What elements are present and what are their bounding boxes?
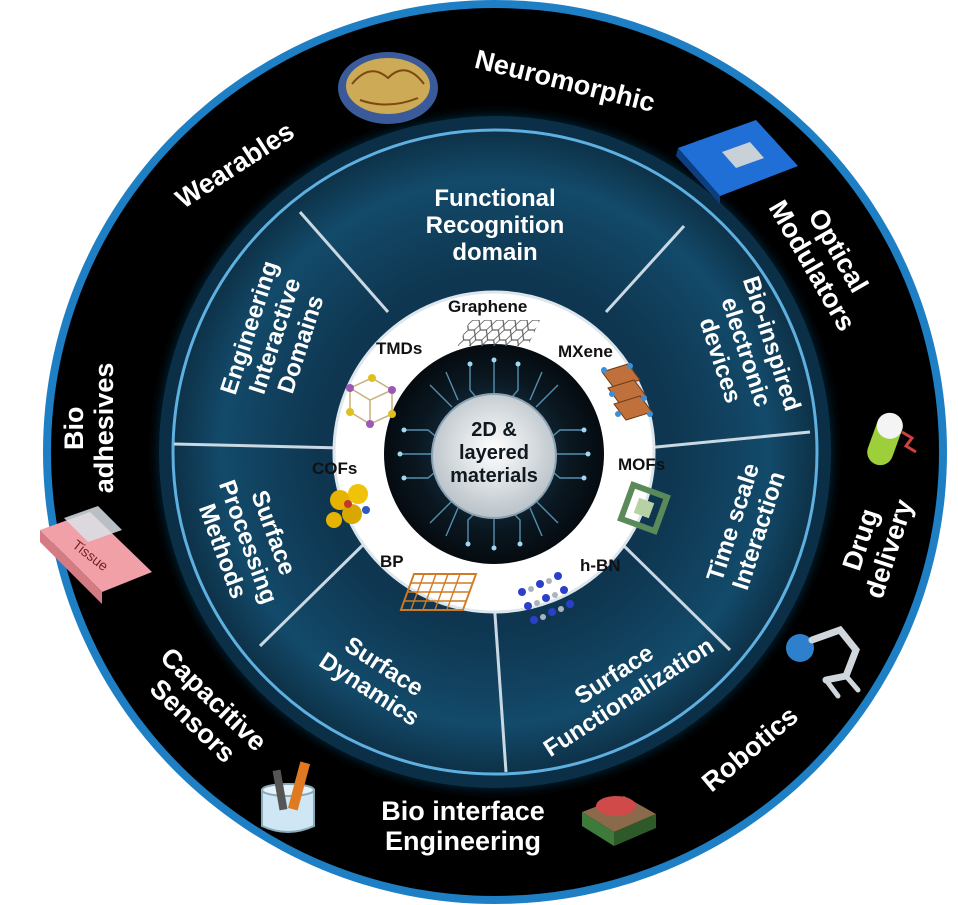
application-bio-interface: Bio interface Engineering	[368, 796, 558, 856]
robot-hand-icon	[786, 625, 861, 699]
mxene-structure-icon	[601, 363, 653, 421]
application-line: Bio interface	[381, 796, 545, 826]
tmd-structure-icon	[346, 374, 396, 428]
material-label-hbn: h-BN	[580, 556, 621, 575]
circuit-nodes	[397, 357, 591, 551]
beaker-sensor-icon	[261, 761, 315, 833]
segment-line: Recognition	[425, 211, 565, 239]
center-line: 2D &	[471, 419, 517, 441]
center-line: materials	[450, 465, 538, 487]
application-bio-adhesives: Bio adhesives	[58, 362, 119, 494]
tissue-patch-icon	[40, 506, 152, 604]
application-line: Engineering	[384, 826, 541, 857]
material-label-mxene: MXene	[558, 342, 613, 361]
material-label-mofs: MOFs	[618, 455, 666, 474]
segment-functional-recognition: Functional Recognition domain	[395, 185, 595, 267]
center-label: 2D & layered materials	[444, 419, 544, 488]
center-line: layered	[458, 442, 530, 464]
capsule-icon	[867, 412, 917, 466]
hbn-structure-icon	[518, 572, 574, 624]
application-line: Bio	[58, 406, 89, 450]
mof-structure-icon	[617, 481, 671, 535]
material-label-tmds: TMDs	[376, 339, 423, 358]
chip-icon	[676, 120, 798, 204]
segment-dividers	[173, 211, 811, 773]
segment-line: Functional	[434, 185, 556, 212]
segment-line: domain	[452, 238, 538, 266]
material-label-cofs: COFs	[312, 459, 358, 478]
graphene-structure-icon	[457, 320, 540, 346]
material-label-bp: BP	[380, 552, 404, 571]
material-label-graphene: Graphene	[448, 297, 528, 316]
cof-structure-icon	[326, 484, 370, 528]
circuit-board-icon	[582, 796, 656, 846]
brain-icon	[338, 52, 438, 124]
bp-structure-icon	[399, 573, 478, 611]
application-line: adhesives	[89, 362, 119, 494]
center-disc	[431, 393, 557, 519]
